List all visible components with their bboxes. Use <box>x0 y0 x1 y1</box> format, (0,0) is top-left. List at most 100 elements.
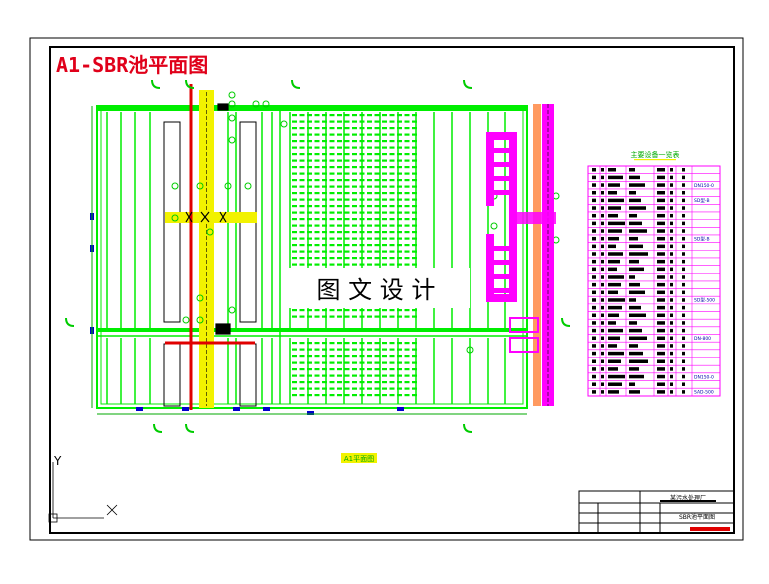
diffuser-head <box>404 263 410 266</box>
diffuser-head <box>292 374 297 377</box>
diffuser-head <box>344 192 350 195</box>
decanter-manifold <box>486 104 554 406</box>
equipment-mark <box>136 407 143 411</box>
table-cell-mark <box>592 290 596 295</box>
diffuser-head <box>344 231 350 234</box>
diffuser-head <box>329 342 335 345</box>
diffuser-head <box>299 231 305 234</box>
table-cell-mark <box>601 236 604 241</box>
equipment-mark <box>307 411 314 415</box>
table-cell-mark <box>629 390 640 394</box>
diffuser-head <box>359 205 365 208</box>
title-block <box>578 490 735 534</box>
diffuser-head <box>359 159 365 162</box>
diffuser-head <box>292 250 297 253</box>
section-markers <box>65 79 571 433</box>
diffuser-head <box>352 394 357 397</box>
table-cell-mark <box>592 275 596 279</box>
diffuser-head <box>374 205 380 208</box>
diffuser-head <box>344 368 350 371</box>
diffuser-head <box>307 153 312 156</box>
diffuser-head <box>397 120 402 123</box>
diffuser-head <box>374 381 380 384</box>
diffuser-head <box>404 224 410 227</box>
diffuser-head <box>352 361 357 364</box>
diffuser-head <box>292 342 297 345</box>
diffuser-head <box>344 237 350 240</box>
diffuser-head <box>322 381 327 384</box>
table-cell-mark <box>601 229 604 233</box>
manifold-header-bottom <box>486 294 517 302</box>
table-cell-mark <box>601 259 604 264</box>
ucs-x-mark-icon <box>106 504 118 516</box>
diffuser-head <box>329 211 335 214</box>
diffuser-head <box>344 355 350 358</box>
diffuser-head <box>397 218 402 221</box>
diffuser-head <box>389 133 395 136</box>
diffuser-head <box>352 231 357 234</box>
diffuser-head <box>307 146 312 149</box>
table-cell-mark <box>592 168 596 172</box>
table-cell-mark <box>601 328 604 333</box>
diffuser-head <box>352 355 357 358</box>
table-cell-mark <box>682 382 685 386</box>
table-note: SD型-B <box>694 197 710 204</box>
diffuser-head <box>307 198 312 201</box>
aeration-grid-lines <box>106 112 506 404</box>
diffuser-head <box>337 361 342 364</box>
diffuser-head <box>412 192 417 195</box>
diffuser-head <box>314 342 320 345</box>
table-cell-mark <box>657 267 665 272</box>
diffuser-head <box>397 166 402 169</box>
diffuser-head <box>359 185 365 188</box>
diffuser-head <box>404 244 410 247</box>
drawing-outer-frame <box>29 37 744 541</box>
diffuser-head <box>359 140 365 143</box>
diffuser-head <box>367 159 372 162</box>
diffuser-head <box>382 205 387 208</box>
diffuser-head <box>329 133 335 136</box>
diffuser-head <box>404 355 410 358</box>
diffuser-head <box>389 342 395 345</box>
table-cell-mark <box>670 321 673 325</box>
diffuser-head <box>307 172 312 175</box>
diffuser-head <box>337 172 342 175</box>
diffuser-head <box>382 172 387 175</box>
diffuser-head <box>397 127 402 130</box>
table-cell-mark <box>592 229 596 233</box>
diffuser-head <box>412 394 417 397</box>
diffuser-head <box>307 224 312 227</box>
table-cell-mark <box>657 390 665 394</box>
diffuser-head <box>299 153 305 156</box>
table-cell-mark <box>608 275 624 279</box>
diffuser-head <box>367 153 372 156</box>
section-marker-icon <box>65 317 75 327</box>
equipment-table-notes: DN150-0SD型-BSD型-BSD型-500DN-800DN150-0SAD… <box>694 183 715 396</box>
diffuser-head <box>322 250 327 253</box>
diffuser-head <box>329 348 335 351</box>
diffuser-head <box>299 342 305 345</box>
equipment-tag-icon <box>171 214 179 222</box>
diffuser-head <box>337 192 342 195</box>
table-cell-mark <box>682 229 685 233</box>
diffuser-head <box>389 368 395 371</box>
diffuser-head <box>352 205 357 208</box>
diffuser-head <box>397 179 402 182</box>
equipment-tag-icon <box>228 306 236 314</box>
diffuser-head <box>397 387 402 390</box>
table-cell-mark <box>670 282 673 287</box>
drawing-inner-frame <box>49 46 735 534</box>
diffuser-head <box>397 355 402 358</box>
table-cell-mark <box>601 382 604 386</box>
section-marker-icon <box>151 79 161 89</box>
table-cell-mark <box>682 321 685 325</box>
diffuser-head <box>412 211 417 214</box>
diffuser-head <box>307 374 312 377</box>
table-cell-mark <box>682 198 685 203</box>
diffuser-head <box>314 381 320 384</box>
table-cell-mark <box>670 168 673 172</box>
diffuser-head <box>367 374 372 377</box>
diffuser-head <box>344 185 350 188</box>
diffuser-head <box>292 231 297 234</box>
table-cell-mark <box>608 305 622 310</box>
